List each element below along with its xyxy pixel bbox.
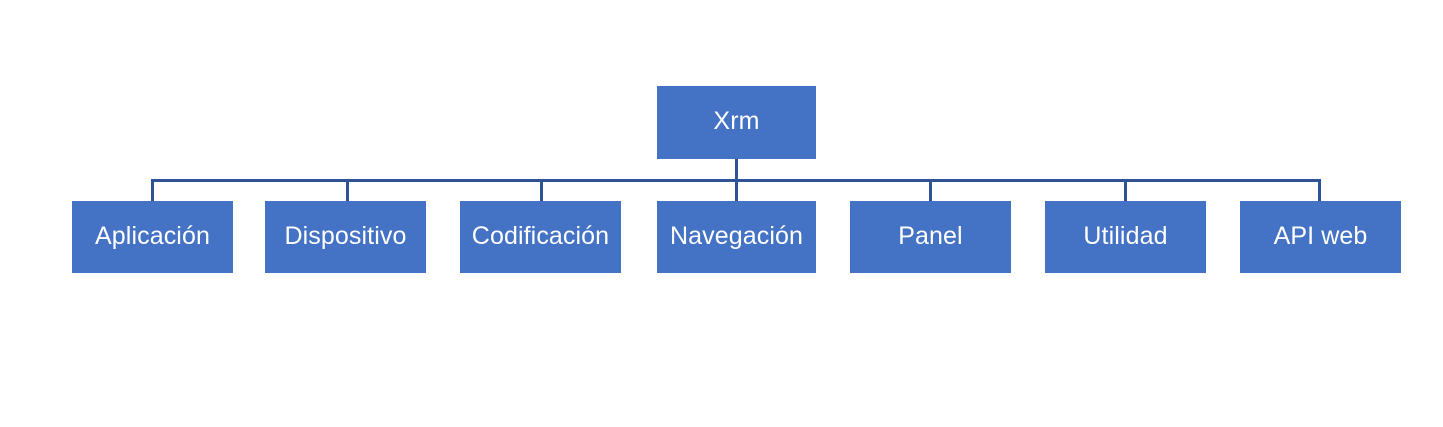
node-navegacion-label: Navegación — [669, 221, 804, 250]
node-utilidad-label: Utilidad — [1083, 221, 1168, 250]
node-dispositivo-label: Dispositivo — [284, 221, 407, 250]
node-xrm-label: Xrm — [713, 107, 760, 135]
connector-drop-utilidad — [1124, 179, 1127, 201]
connector-drop-navegacion — [735, 179, 738, 201]
connector-drop-panel — [929, 179, 932, 201]
node-xrm[interactable]: Xrm — [657, 86, 816, 159]
node-navegacion[interactable]: Navegación — [657, 201, 816, 273]
node-api-web-label: API web — [1273, 221, 1368, 250]
node-panel-label: Panel — [898, 221, 963, 250]
node-api-web[interactable]: API web — [1240, 201, 1401, 273]
node-aplicacion[interactable]: Aplicación — [72, 201, 233, 273]
node-dispositivo[interactable]: Dispositivo — [265, 201, 426, 273]
connector-drop-api-web — [1318, 179, 1321, 201]
connector-drop-dispositivo — [346, 179, 349, 201]
node-utilidad[interactable]: Utilidad — [1045, 201, 1206, 273]
node-aplicacion-label: Aplicación — [95, 221, 210, 250]
connector-drop-codificacion — [540, 179, 543, 201]
node-panel[interactable]: Panel — [850, 201, 1011, 273]
connector-drop-aplicacion — [151, 179, 154, 201]
connector-root-to-bus — [735, 159, 738, 181]
node-codificacion[interactable]: Codificación — [460, 201, 621, 273]
node-codificacion-label: Codificación — [471, 221, 610, 250]
